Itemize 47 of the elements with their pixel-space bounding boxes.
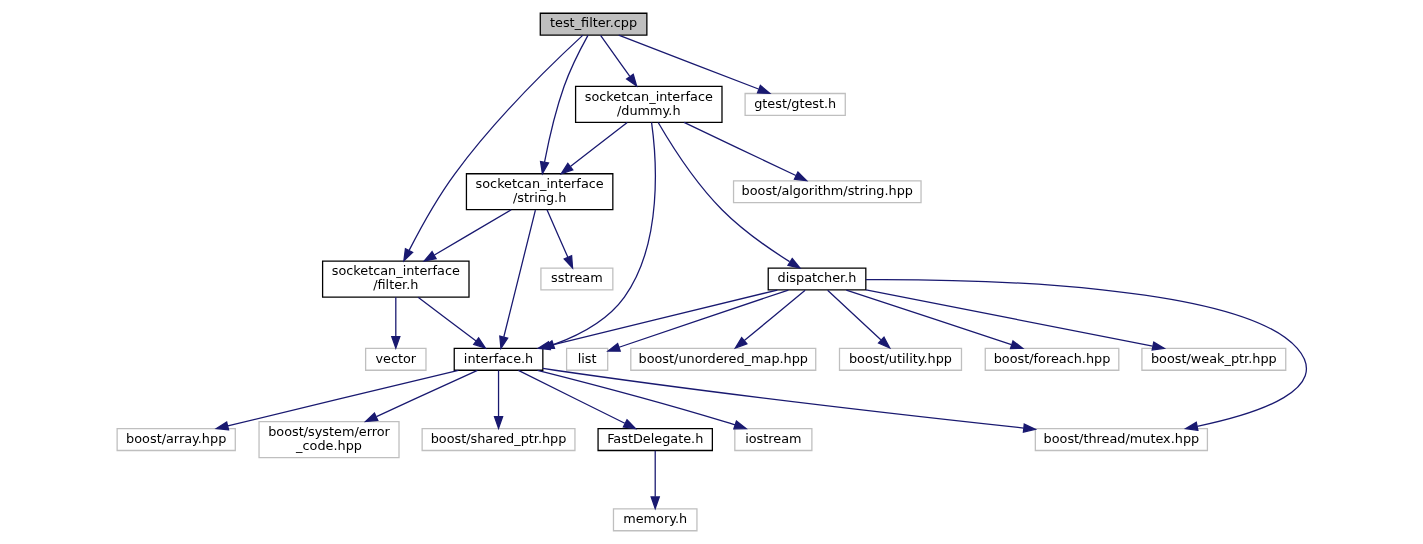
arrow — [864, 289, 1166, 351]
node-box: interface.h — [453, 347, 543, 371]
arrow — [682, 121, 808, 182]
node-box: FastDelegate.h — [596, 428, 713, 452]
node-box: vector — [364, 347, 427, 371]
node-box: boost/array.hpp — [116, 428, 236, 452]
arrow — [539, 34, 589, 176]
node-box: sstream — [539, 267, 613, 291]
node-box: boost/unordered_map.hpp — [629, 347, 816, 371]
arrow — [826, 289, 891, 350]
arrow — [402, 34, 584, 263]
arrow — [545, 209, 573, 270]
node-box: socketcan_interface /filter.h — [321, 260, 470, 298]
arrow — [733, 289, 806, 350]
arrow — [536, 369, 748, 430]
arrow — [517, 369, 637, 430]
arrow — [541, 367, 1037, 433]
arrow — [498, 209, 536, 351]
node-box: socketcan_interface /dummy.h — [574, 85, 723, 124]
node-box: boost/utility.hpp — [838, 347, 962, 371]
node-box: dispatcher.h — [767, 267, 866, 291]
node-box: iostream — [733, 428, 812, 452]
node-box: memory.h — [612, 508, 698, 532]
arrow — [390, 296, 401, 351]
node-box: boost/thread/mutex.hpp — [1034, 428, 1208, 452]
arrow — [559, 121, 628, 175]
node-box: boost/shared_ptr.hpp — [421, 428, 576, 452]
arrow — [493, 369, 503, 431]
arrow — [599, 34, 638, 88]
arrow — [605, 289, 789, 352]
arrow — [864, 278, 1307, 432]
arrow — [214, 369, 459, 431]
arrow — [649, 450, 660, 511]
node-box: boost/foreach.hpp — [984, 347, 1119, 371]
node-box: boost/system/error _code.hpp — [257, 420, 400, 459]
arrow — [363, 369, 478, 423]
node-box: list — [565, 347, 608, 371]
arrow — [422, 209, 512, 263]
node-box: boost/algorithm/string.hpp — [732, 180, 922, 204]
node-box: socketcan_interface /string.h — [465, 173, 613, 211]
node-box: gtest/gtest.h — [743, 92, 846, 116]
arrow — [657, 121, 802, 269]
arrow — [845, 289, 1025, 350]
node-box: test_filter.cpp — [539, 12, 647, 36]
node-box: boost/weak_ptr.hpp — [1140, 347, 1286, 371]
arrow — [617, 34, 772, 94]
arrow — [416, 296, 487, 350]
